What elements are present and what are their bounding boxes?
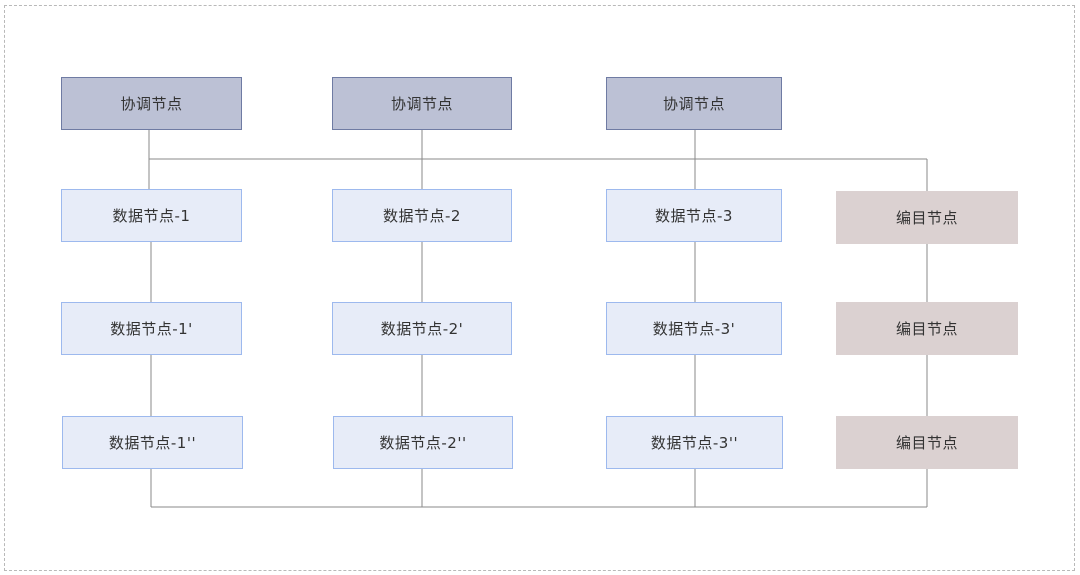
data-node-2-replica-2: 数据节点-2'' bbox=[333, 416, 513, 469]
coordinator-node-1: 协调节点 bbox=[61, 77, 242, 130]
catalog-node-2: 编目节点 bbox=[836, 302, 1018, 355]
coordinator-node-2: 协调节点 bbox=[332, 77, 512, 130]
catalog-node-1: 编目节点 bbox=[836, 191, 1018, 244]
coordinator-node-3: 协调节点 bbox=[606, 77, 782, 130]
data-node-2: 数据节点-2 bbox=[332, 189, 512, 242]
data-node-1-replica-1: 数据节点-1' bbox=[61, 302, 242, 355]
data-node-1-replica-2: 数据节点-1'' bbox=[62, 416, 243, 469]
data-node-1: 数据节点-1 bbox=[61, 189, 242, 242]
data-node-3: 数据节点-3 bbox=[606, 189, 782, 242]
data-node-2-replica-1: 数据节点-2' bbox=[332, 302, 512, 355]
diagram-frame bbox=[4, 5, 1075, 571]
data-node-3-replica-1: 数据节点-3' bbox=[606, 302, 782, 355]
data-node-3-replica-2: 数据节点-3'' bbox=[606, 416, 783, 469]
catalog-node-3: 编目节点 bbox=[836, 416, 1018, 469]
